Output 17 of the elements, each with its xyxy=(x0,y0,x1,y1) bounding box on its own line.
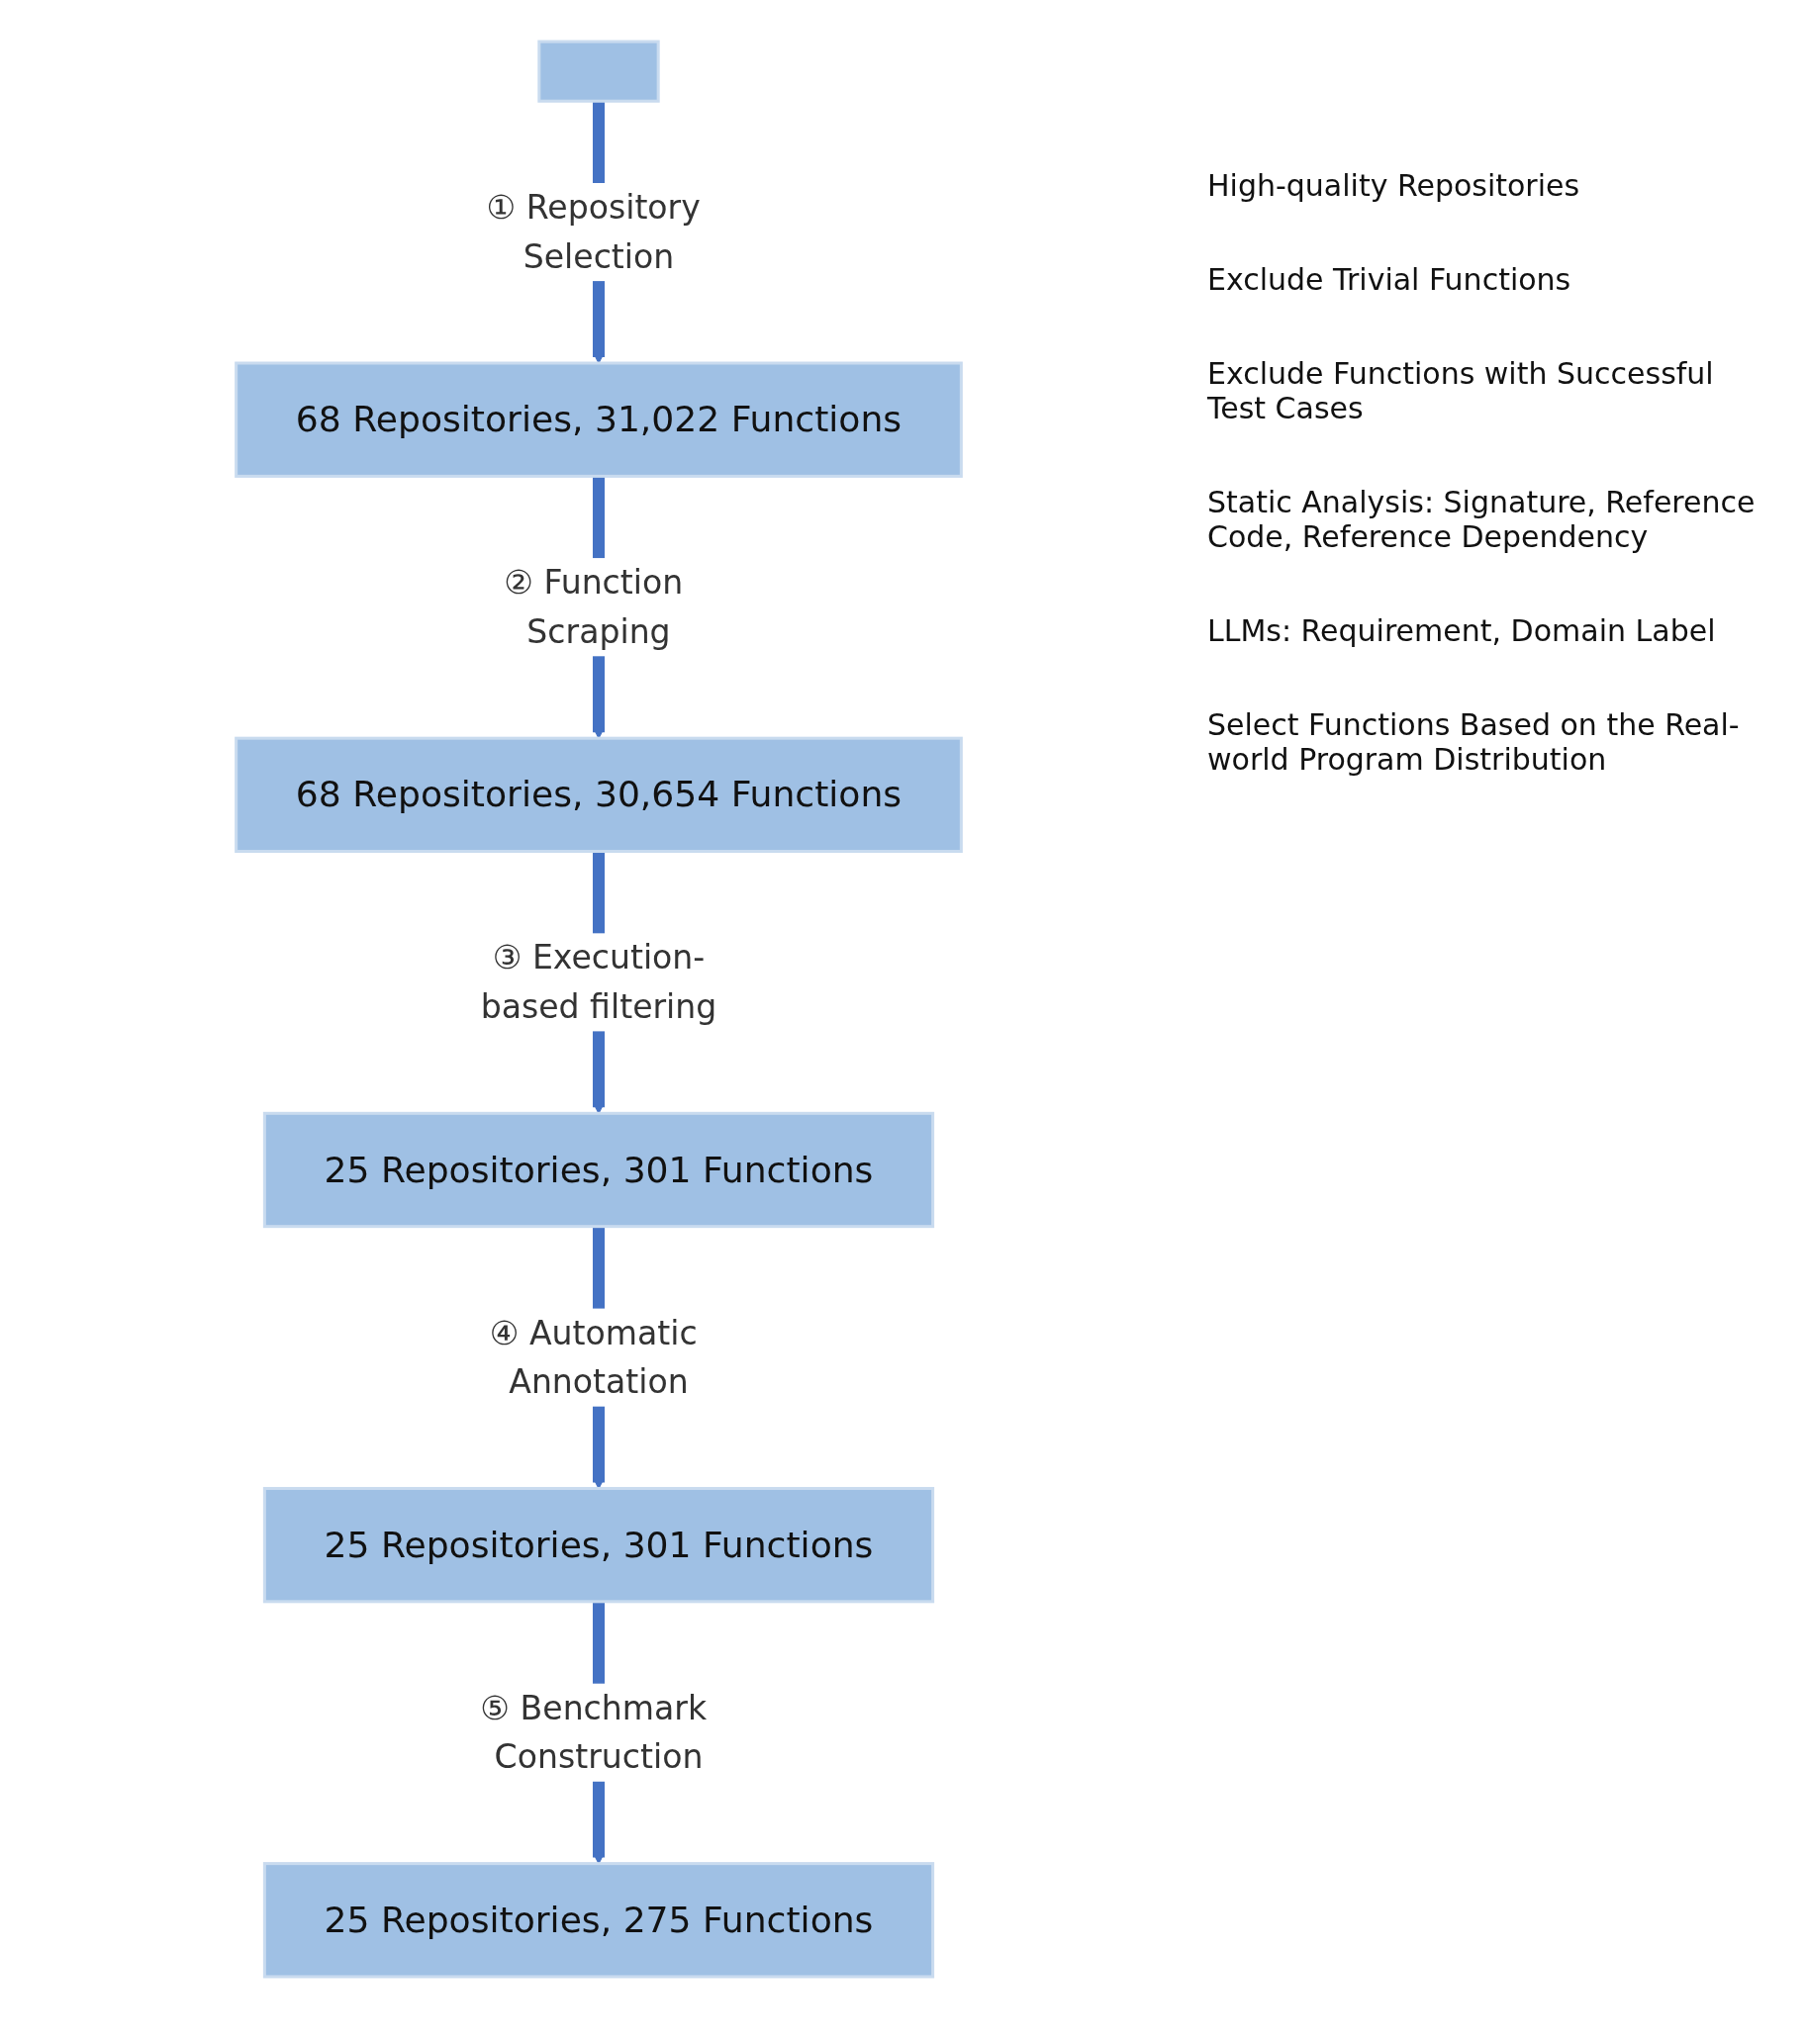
step-note: LLMs: Requirement, Domain Label xyxy=(1207,613,1717,648)
edge-label: ⑤ Benchmark Construction xyxy=(480,1689,708,1776)
node-box xyxy=(537,40,660,103)
step-note: High-quality Repositories xyxy=(1207,168,1581,203)
step-note: Exclude Trivial Functions xyxy=(1207,262,1572,297)
step-note: Select Functions Based on the Real-world Program Distribution xyxy=(1207,707,1741,777)
step-note: Exclude Functions with Successful Test Cases xyxy=(1207,356,1715,425)
node-box: 68 Repositories, 31,022 Functions xyxy=(235,361,963,478)
edge-label: ② Function Scraping xyxy=(504,564,684,651)
node-box: 68 Repositories, 30,654 Functions xyxy=(235,736,963,854)
node-box: 25 Repositories, 275 Functions xyxy=(262,1862,935,1979)
edge-label: ④ Automatic Annotation xyxy=(489,1314,698,1401)
step-note: Static Analysis: Signature, Reference Code, Reference Dependency xyxy=(1207,485,1757,554)
edge-label: ① Repository Selection xyxy=(486,188,701,276)
node-box: 25 Repositories, 301 Functions xyxy=(262,1486,935,1604)
node-box: 25 Repositories, 301 Functions xyxy=(262,1111,935,1229)
edge-label: ③ Execution-based filtering xyxy=(480,939,717,1026)
